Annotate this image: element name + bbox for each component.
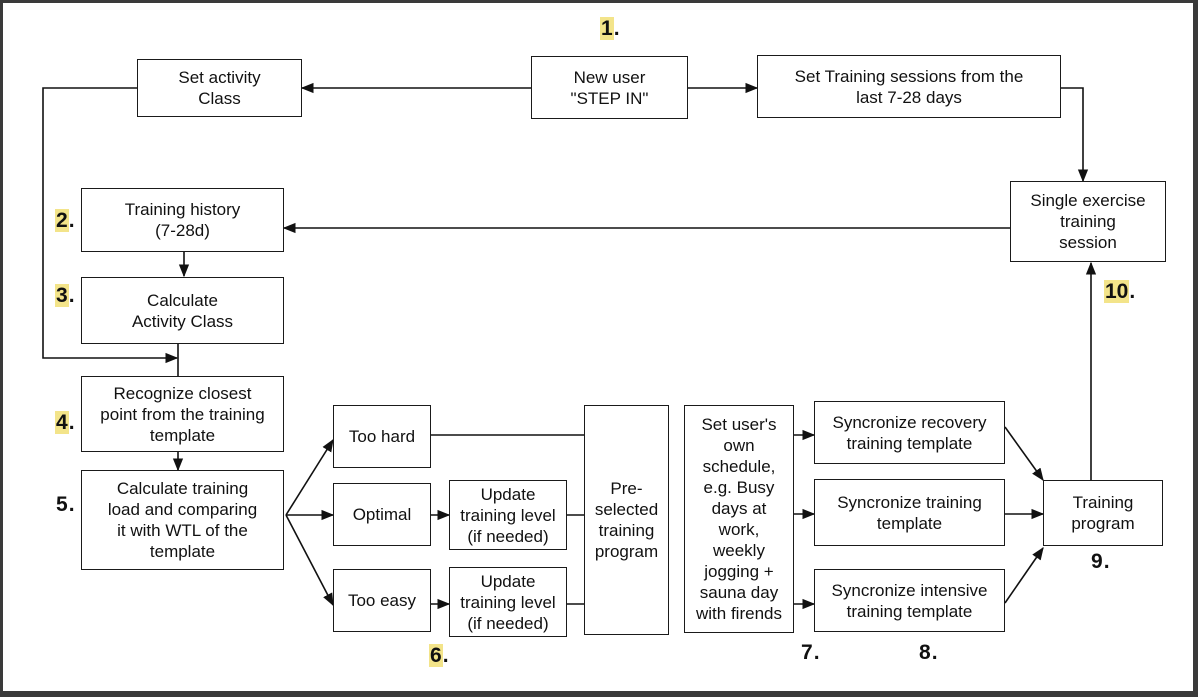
box-training-program: Training program (1043, 480, 1163, 546)
box-sync-recovery-template: Syncronize recovery training template (814, 401, 1005, 464)
step-number-9: 9. (1091, 550, 1110, 573)
step-number-3: 3. (55, 284, 75, 307)
box-recognize-closest-point: Recognize closest point from the trainin… (81, 376, 284, 452)
box-sync-intensive-template: Syncronize intensive training template (814, 569, 1005, 632)
box-user-schedule: Set user's own schedule, e.g. Busy days … (684, 405, 794, 633)
box-calculate-activity-class: Calculate Activity Class (81, 277, 284, 344)
arrow-activityclass-loop (42, 87, 179, 364)
step-number-2: 2. (55, 209, 75, 232)
box-sync-training-template: Syncronize training template (814, 479, 1005, 546)
box-training-history: Training history (7-28d) (81, 188, 284, 252)
box-too-hard: Too hard (333, 405, 431, 468)
step-number-4: 4. (55, 411, 75, 434)
arrow-sessions-to-single (1061, 87, 1089, 183)
box-set-activity-class: Set activity Class (137, 59, 302, 117)
step-number-7: 7. (801, 641, 820, 664)
box-calculate-training-load: Calculate training load and comparing it… (81, 470, 284, 570)
step-number-6: 6. (429, 644, 449, 667)
arrow-load-to-toohard (285, 438, 334, 516)
arrow-load-to-tooeasy (285, 514, 334, 607)
box-single-exercise-session: Single exercise training session (1010, 181, 1166, 262)
box-new-user: New user "STEP IN" (531, 56, 688, 119)
box-too-easy: Too easy (333, 569, 431, 632)
box-preselected-program: Pre- selected training program (584, 405, 669, 635)
box-set-training-sessions: Set Training sessions from the last 7-28… (757, 55, 1061, 118)
flowchart-canvas: Set activity Class New user "STEP IN" Se… (3, 3, 1193, 691)
box-optimal: Optimal (333, 483, 431, 546)
box-update-training-level-2: Update training level (if needed) (449, 567, 567, 637)
step-number-8: 8. (919, 641, 938, 664)
step-number-5: 5. (56, 493, 75, 516)
step-number-10: 10. (1104, 280, 1136, 303)
arrow-recovery-to-program (1004, 426, 1044, 482)
arrow-intensive-to-program (1004, 546, 1044, 604)
box-update-training-level-1: Update training level (if needed) (449, 480, 567, 550)
connector-layer (42, 82, 1097, 610)
step-number-1: 1. (600, 17, 620, 40)
